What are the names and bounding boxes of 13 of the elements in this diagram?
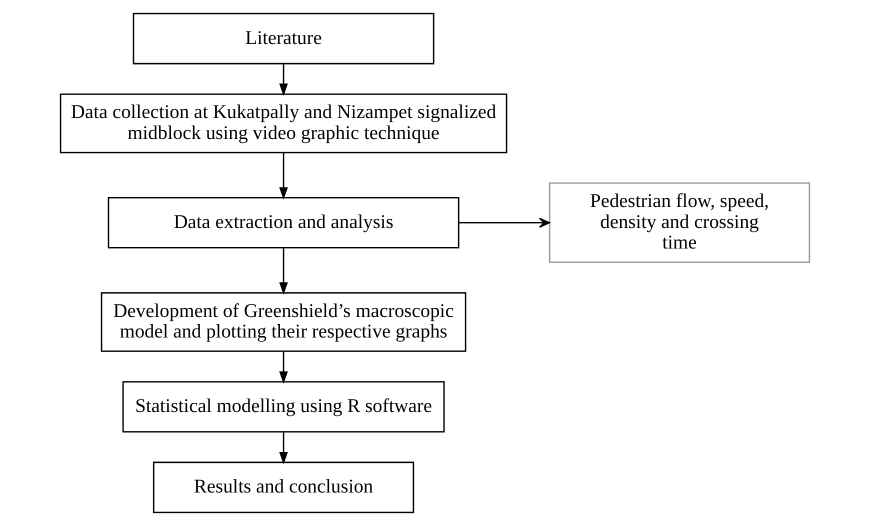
node-box: Data collection at Kukatpally and Nizampet signalized midblock using video graphic technique (59, 94, 507, 154)
node-box: Statistical modelling using R software (122, 381, 444, 432)
node-box: Data extraction and analysis (107, 197, 459, 248)
arrow (278, 64, 288, 96)
node-box: Literature (132, 12, 434, 64)
arrow (278, 248, 288, 295)
arrow (278, 352, 288, 384)
arrow (458, 218, 550, 228)
node-box: Results and conclusion (152, 462, 414, 514)
arrow (278, 432, 288, 464)
arrow (278, 152, 288, 200)
node-box: Pedestrian flow, speed, density and crossing time (548, 182, 810, 263)
node-box: Development of Greenshield’s macroscopic model and plotting their respective graphs (100, 292, 466, 352)
